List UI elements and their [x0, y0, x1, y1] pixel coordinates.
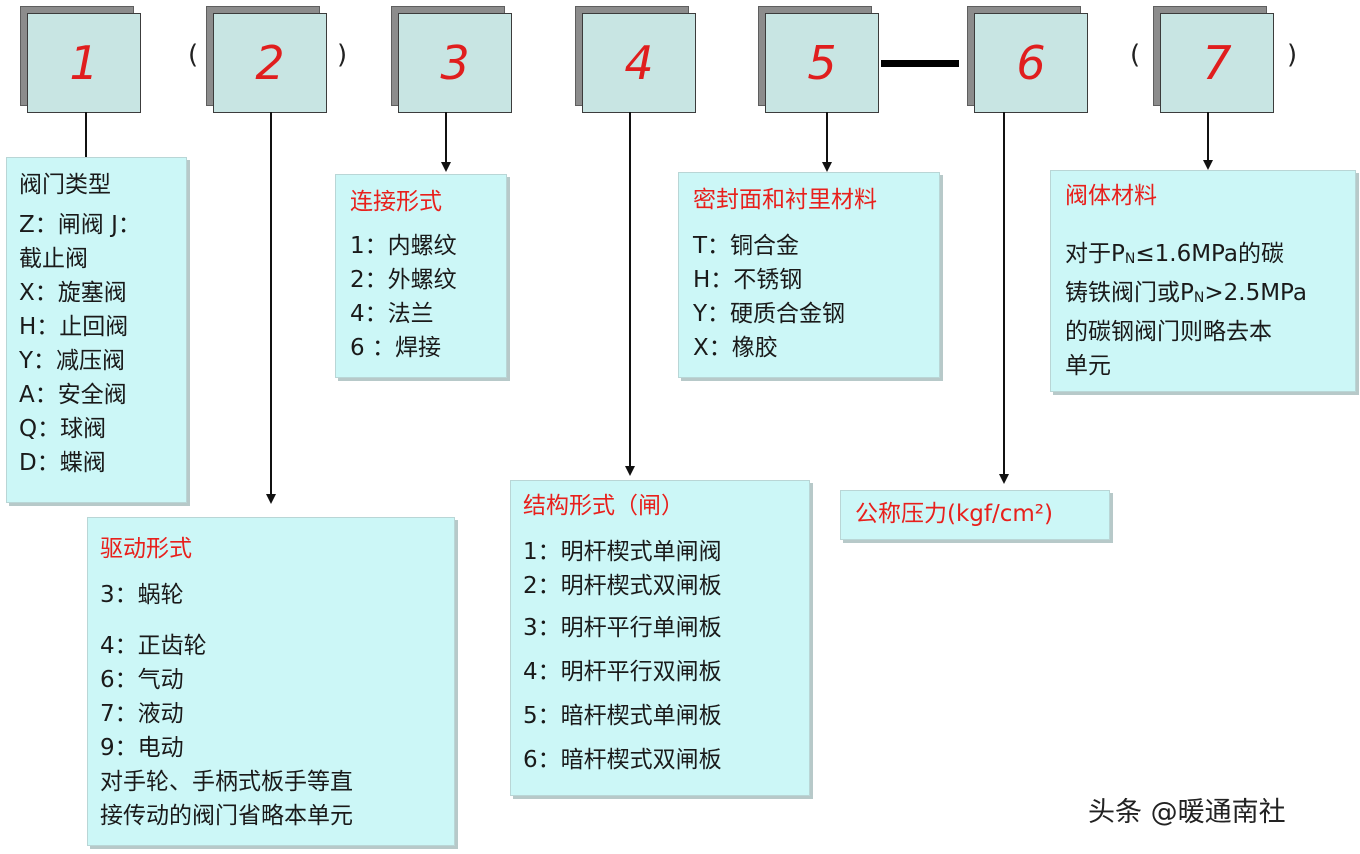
valve-type-line: 截止阀 — [19, 246, 88, 272]
drive-line: 3：蜗轮 — [100, 582, 184, 608]
sealing-line: H：不锈钢 — [693, 267, 803, 293]
drive-line: 6：气动 — [100, 667, 184, 693]
valve-type-line: X：旋塞阀 — [19, 280, 127, 306]
code-box-4: 4 — [575, 6, 696, 113]
drive-line: 4：正齿轮 — [100, 633, 207, 659]
structure-line: 1：明杆楔式单闸阀 — [523, 539, 722, 565]
code-box-5: 5 — [758, 6, 879, 113]
connector-1 — [85, 112, 87, 158]
body-material-line: 的碳钢阀门则略去本 — [1065, 319, 1272, 345]
sealing-panel: 密封面和衬里材料 T：铜合金 H：不锈钢 Y：硬质合金钢 X：橡胶 — [678, 172, 940, 378]
drive-line: 9：电动 — [100, 735, 184, 761]
valve-type-line: Q：球阀 — [19, 416, 107, 442]
drive-panel: 驱动形式 3：蜗轮 4：正齿轮 6：气动 7：液动 9：电动 对手轮、手柄式板手… — [87, 517, 455, 846]
body-material-title: 阀体材料 — [1065, 183, 1157, 209]
structure-line: 4：明杆平行双闸板 — [523, 659, 722, 685]
body-material-line: 对于PN≤1.6MPa的碳 — [1065, 241, 1284, 267]
arrow-head-5 — [822, 162, 832, 172]
structure-line: 3：明杆平行单闸板 — [523, 615, 722, 641]
sealing-line: X：橡胶 — [693, 335, 778, 361]
pressure-panel: 公称压力(kgf/cm²) — [840, 490, 1110, 540]
connection-line: 1：内螺纹 — [350, 233, 457, 259]
valve-type-panel: 阀门类型 Z：闸阀 J： 截止阀 X：旋塞阀 H：止回阀 Y：减压阀 A：安全阀… — [6, 157, 187, 503]
connection-line: 6 ：焊接 — [350, 335, 441, 361]
pressure-title: 公称压力(kgf/cm²) — [855, 501, 1053, 527]
code-number: 6 — [1016, 36, 1046, 90]
code-number: 7 — [1202, 36, 1232, 90]
paren-open-7: ( — [1130, 40, 1141, 70]
arrow-head-2 — [266, 494, 276, 504]
code-number: 1 — [69, 36, 99, 90]
code-box-6: 6 — [967, 6, 1088, 113]
connector-6 — [1003, 112, 1005, 474]
code-box-7: 7 — [1153, 6, 1274, 113]
drive-line: 对手轮、手柄式板手等直 — [100, 769, 353, 795]
valve-type-line: A：安全阀 — [19, 382, 127, 408]
body-material-line: 铸铁阀门或PN>2.5MPa — [1065, 280, 1307, 306]
sealing-title: 密封面和衬里材料 — [693, 187, 877, 213]
structure-panel: 结构形式（闸） 1：明杆楔式单闸阀 2：明杆楔式双闸板 3：明杆平行单闸板 4：… — [510, 480, 810, 796]
arrow-head-4 — [625, 466, 635, 476]
dash-separator — [881, 60, 959, 67]
valve-type-line: Z：闸阀 J： — [19, 212, 141, 238]
connection-panel: 连接形式 1：内螺纹 2：外螺纹 4：法兰 6 ：焊接 — [335, 174, 507, 378]
structure-line: 2：明杆楔式双闸板 — [523, 573, 722, 599]
code-box-3: 3 — [391, 6, 512, 113]
valve-type-line: Y：减压阀 — [19, 348, 126, 374]
code-number: 3 — [440, 36, 470, 90]
drive-title: 驱动形式 — [100, 536, 192, 562]
valve-type-line: D：蝶阀 — [19, 450, 106, 476]
sealing-line: Y：硬质合金钢 — [693, 301, 846, 327]
arrow-head-6 — [999, 474, 1009, 484]
body-material-line: 单元 — [1065, 353, 1111, 379]
connector-5 — [826, 112, 828, 162]
paren-open-2: ( — [188, 40, 199, 70]
connector-2 — [270, 112, 272, 494]
code-box-1: 1 — [20, 6, 141, 113]
connection-line: 4：法兰 — [350, 301, 434, 327]
paren-close-2: ) — [337, 40, 348, 70]
connection-title: 连接形式 — [350, 189, 442, 215]
connection-line: 2：外螺纹 — [350, 267, 457, 293]
body-material-panel: 阀体材料 对于PN≤1.6MPa的碳 铸铁阀门或PN>2.5MPa 的碳钢阀门则… — [1050, 170, 1356, 392]
drive-line: 接传动的阀门省略本单元 — [100, 803, 353, 829]
arrow-head-7 — [1203, 160, 1213, 170]
structure-line: 6：暗杆楔式双闸板 — [523, 747, 722, 773]
connector-7 — [1207, 112, 1209, 160]
valve-type-line: H：止回阀 — [19, 314, 129, 340]
code-number: 4 — [624, 36, 654, 90]
valve-type-title: 阀门类型 — [19, 172, 111, 198]
structure-line: 5：暗杆楔式单闸板 — [523, 703, 722, 729]
code-number: 5 — [807, 36, 837, 90]
paren-close-7: ) — [1287, 40, 1298, 70]
drive-line: 7：液动 — [100, 701, 184, 727]
arrow-head-3 — [441, 162, 451, 172]
code-number: 2 — [255, 36, 285, 90]
watermark: 头条 @暖通南社 — [1088, 797, 1286, 828]
structure-title: 结构形式（闸） — [523, 493, 684, 519]
connector-3 — [445, 112, 447, 162]
connector-4 — [629, 112, 631, 466]
code-box-2: 2 — [206, 6, 327, 113]
sealing-line: T：铜合金 — [693, 233, 800, 259]
